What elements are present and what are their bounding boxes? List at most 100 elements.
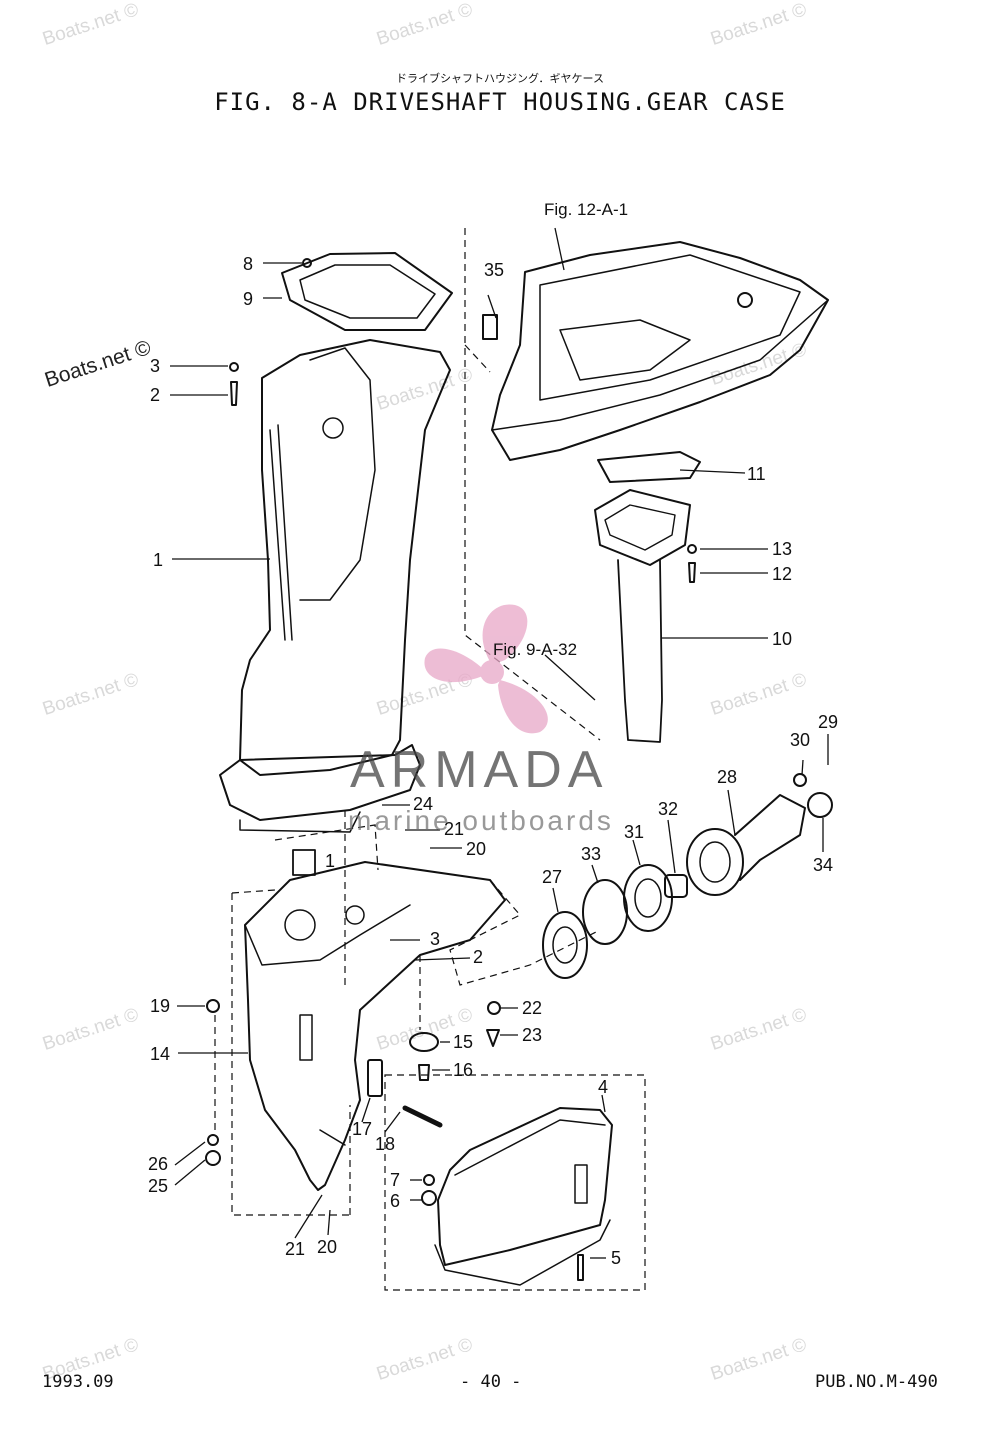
- plate-part: [597, 451, 701, 483]
- bearing-housing-part: [686, 794, 806, 896]
- part-label-18: 18: [375, 1134, 395, 1154]
- gasket-part: [281, 252, 453, 331]
- fig-reference-9: Fig. 9-A-32: [493, 640, 578, 659]
- part-label-25: 25: [148, 1176, 168, 1196]
- leader-line: [174, 1141, 206, 1166]
- leader-line: [591, 864, 599, 884]
- leader-line: [361, 1097, 371, 1123]
- washer-part: [793, 773, 807, 787]
- part-label-16: 16: [453, 1060, 473, 1080]
- lower-housing-part: [434, 1107, 613, 1286]
- part-label-1b: 1: [325, 851, 335, 871]
- leader-line: [414, 957, 471, 961]
- leader-line: [727, 789, 736, 836]
- zinc-anode-part: [367, 1059, 383, 1097]
- part-label-22: 22: [522, 998, 542, 1018]
- leader-line: [544, 654, 596, 701]
- leader-line: [384, 1111, 401, 1133]
- washer-part: [487, 1001, 501, 1015]
- part-label-3: 3: [150, 356, 160, 376]
- assembly-line: [464, 344, 491, 373]
- leader-line: [679, 469, 746, 474]
- plate-part: [409, 1032, 439, 1052]
- part-label-34: 34: [813, 855, 833, 875]
- leader-line: [632, 839, 641, 866]
- fig-reference-12: Fig. 12-A-1: [544, 200, 629, 219]
- assembly-line: [464, 228, 601, 741]
- bottom-cowl-part: [491, 241, 829, 461]
- page-title: FIG. 8-A DRIVESHAFT HOUSING.GEAR CASE: [214, 88, 786, 116]
- part-label-9: 9: [243, 289, 253, 309]
- assembly-line: [384, 1074, 646, 1291]
- o-ring-part: [582, 879, 628, 945]
- footer-publication-number: PUB.NO.M-490: [815, 1372, 938, 1392]
- part-label-15: 15: [453, 1032, 473, 1052]
- armada-logo-subtitle: marine outboards: [348, 805, 614, 836]
- part-label-28: 28: [717, 767, 737, 787]
- part-label-29: 29: [818, 712, 838, 732]
- leader-line: [552, 887, 559, 913]
- leader-line: [487, 294, 497, 319]
- part-label-1: 1: [153, 550, 163, 570]
- part-label-23: 23: [522, 1025, 542, 1045]
- part-label-17: 17: [352, 1119, 372, 1139]
- part-label-20: 20: [466, 839, 486, 859]
- sleeve-part: [664, 874, 688, 898]
- washer-part: [423, 1174, 435, 1186]
- grommet-part: [206, 999, 220, 1013]
- part-label-3b: 3: [430, 929, 440, 949]
- part-label-5: 5: [611, 1248, 621, 1268]
- leader-line: [801, 759, 804, 776]
- part-label-31: 31: [624, 822, 644, 842]
- bolt-part: [418, 1064, 430, 1081]
- part-label-21b: 21: [285, 1239, 305, 1259]
- part-label-26: 26: [148, 1154, 168, 1174]
- part-label-8: 8: [243, 254, 253, 274]
- bearing-part: [542, 911, 588, 979]
- part-label-27: 27: [542, 867, 562, 887]
- part-label-4: 4: [598, 1077, 608, 1097]
- assembly-line: [449, 879, 601, 986]
- exhaust-tube-part: [594, 489, 691, 743]
- leader-line: [294, 1194, 323, 1239]
- leader-line: [601, 1094, 606, 1113]
- bolt-part: [687, 544, 697, 583]
- footer-page-number: - 40 -: [460, 1372, 522, 1392]
- part-label-10: 10: [772, 629, 792, 649]
- part-label-32: 32: [658, 799, 678, 819]
- nut-part: [421, 1190, 437, 1206]
- nut-part: [205, 1150, 221, 1166]
- part-label-33: 33: [581, 844, 601, 864]
- pin-part: [577, 1254, 584, 1281]
- part-label-2: 2: [150, 385, 160, 405]
- part-label-19: 19: [150, 996, 170, 1016]
- bolt-part: [229, 362, 239, 406]
- part-label-14: 14: [150, 1044, 170, 1064]
- leader-line: [554, 227, 565, 271]
- assembly-line: [231, 893, 350, 1216]
- part-label-2b: 2: [473, 947, 483, 967]
- part-label-20b: 20: [317, 1237, 337, 1257]
- seal-part: [807, 792, 833, 818]
- armada-propeller-logo: [424, 604, 548, 734]
- part-label-12: 12: [772, 564, 792, 584]
- washer-part: [207, 1134, 219, 1146]
- armada-logo-text: ARMADA: [350, 741, 609, 799]
- clip-part: [482, 314, 498, 340]
- part-label-21: 21: [444, 819, 464, 839]
- part-label-13: 13: [772, 539, 792, 559]
- assembly-line: [231, 889, 276, 894]
- part-label-35: 35: [484, 260, 504, 280]
- part-label-7: 7: [390, 1170, 400, 1190]
- footer-date: 1993.09: [42, 1372, 114, 1392]
- bolt-part: [486, 1029, 500, 1047]
- leader-line: [174, 1159, 206, 1186]
- driveshaft-housing-part: [219, 339, 451, 833]
- bolt-part: [402, 1105, 443, 1128]
- assembly-line: [274, 824, 379, 871]
- part-label-6: 6: [390, 1191, 400, 1211]
- leader-line: [327, 1209, 331, 1236]
- leader-line: [667, 819, 676, 874]
- part-label-11: 11: [747, 464, 766, 484]
